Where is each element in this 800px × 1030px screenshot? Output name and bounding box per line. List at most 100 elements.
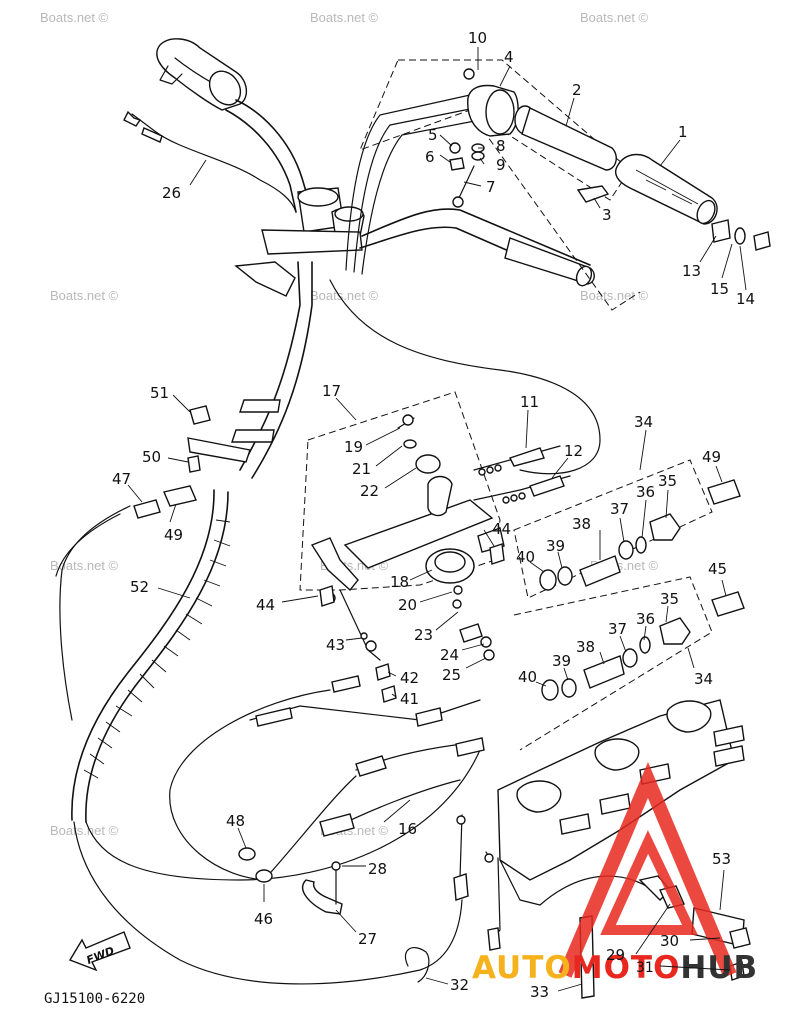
- callout-7: 7: [486, 178, 496, 196]
- bolt: [319, 585, 335, 607]
- callout-12: 12: [564, 442, 583, 460]
- callout-23: 23: [414, 626, 433, 644]
- watermark: Boats.net ©: [50, 558, 119, 573]
- callout-51: 51: [150, 384, 169, 402]
- logo-auto: AUTO: [472, 950, 572, 986]
- end-bolt: [753, 231, 771, 251]
- callout-48: 48: [226, 812, 245, 830]
- throttle-cables: [473, 445, 571, 504]
- callout-10: 10: [468, 29, 487, 47]
- callout-41: 41: [400, 690, 419, 708]
- callout-45: 45: [708, 560, 727, 578]
- callout-43: 43: [326, 636, 345, 654]
- throttle-kit-outline: [359, 59, 631, 201]
- cable-joint: [163, 485, 197, 507]
- watermark: Boats.net ©: [50, 288, 119, 303]
- callout-6: 6: [425, 148, 435, 166]
- callout-13: 13: [682, 262, 701, 280]
- callout-35: 35: [660, 590, 679, 608]
- grip-clip: [576, 185, 610, 203]
- callout-18: 18: [390, 573, 409, 591]
- adjuster-kit-outline: [513, 576, 713, 751]
- callout-49: 49: [702, 448, 721, 466]
- adjuster-kit-b: [541, 591, 745, 701]
- cable-end: [133, 499, 161, 519]
- nut: [449, 157, 465, 171]
- adjuster-kit-outline: [513, 459, 713, 599]
- watermark: Boats.net ©: [580, 288, 649, 303]
- callout-39: 39: [552, 652, 571, 670]
- callout-33: 33: [530, 983, 549, 1001]
- callout-22: 22: [360, 482, 379, 500]
- callout-11: 11: [520, 393, 539, 411]
- callout-3: 3: [602, 206, 612, 224]
- callout-28: 28: [368, 860, 387, 878]
- callout-44: 44: [256, 596, 275, 614]
- wrapped-cable: [55, 489, 231, 823]
- callout-34: 34: [634, 413, 653, 431]
- callout-29: 29: [606, 946, 625, 964]
- callout-14: 14: [736, 290, 755, 308]
- callout-36: 36: [636, 483, 655, 501]
- long-cables: [73, 675, 485, 985]
- callout-26: 26: [162, 184, 181, 202]
- forward-arrow: FWD: [68, 931, 131, 972]
- throttle-body-assembly: [484, 699, 745, 951]
- callout-46: 46: [254, 910, 273, 928]
- callout-35: 35: [658, 472, 677, 490]
- callout-53: 53: [712, 850, 731, 868]
- callout-2: 2: [572, 81, 582, 99]
- right-grip: [614, 153, 718, 225]
- callout-24: 24: [440, 646, 459, 664]
- handlebar-assembly: [156, 38, 601, 479]
- callout-34: 34: [694, 670, 713, 688]
- callout-20: 20: [398, 596, 417, 614]
- washer: [734, 227, 746, 245]
- watermark: Boats.net ©: [580, 10, 649, 25]
- lever-assembly-outline: [299, 391, 501, 591]
- callout-5: 5: [428, 126, 438, 144]
- screw-head: [452, 196, 464, 208]
- adjuster-kit-a: [539, 479, 741, 591]
- cable-clamp: [301, 861, 343, 915]
- choke-cable: [123, 110, 297, 213]
- callout-36: 36: [636, 610, 655, 628]
- lever-assembly: [310, 414, 505, 703]
- callout-40: 40: [518, 668, 537, 686]
- watermark: Boats.net ©: [310, 288, 379, 303]
- callout-31: 31: [636, 960, 654, 976]
- callout-40: 40: [516, 548, 535, 566]
- handlebar-tube: [521, 107, 617, 171]
- callout-16: 16: [398, 820, 417, 838]
- screw: [457, 165, 475, 201]
- callout-50: 50: [142, 448, 161, 466]
- bolt: [489, 543, 505, 565]
- callout-37: 37: [608, 620, 627, 638]
- callout-4: 4: [504, 48, 514, 66]
- callout-38: 38: [572, 515, 591, 533]
- callout-15: 15: [710, 280, 729, 298]
- washer: [449, 142, 461, 154]
- callout-27: 27: [358, 930, 377, 948]
- callout-32: 32: [450, 976, 469, 994]
- callout-49: 49: [164, 526, 183, 544]
- callout-19: 19: [344, 438, 363, 456]
- bolt: [187, 455, 201, 473]
- collar: [711, 219, 731, 243]
- callout-47: 47: [112, 470, 131, 488]
- callout-37: 37: [610, 500, 629, 518]
- callout-52: 52: [130, 578, 149, 596]
- watermark: Boats.net ©: [310, 10, 379, 25]
- leader-lines: [127, 47, 747, 992]
- callout-25: 25: [442, 666, 461, 684]
- callout-labels: 10 4 2 1 5 8 6 9 7 3 13 15 14 26 17 19 2…: [112, 29, 755, 1001]
- callout-21: 21: [352, 460, 371, 478]
- callout-1: 1: [678, 123, 688, 141]
- callout-44: 44: [492, 520, 511, 538]
- callout-8: 8: [496, 137, 506, 155]
- callout-9: 9: [496, 156, 506, 174]
- logo-moto: MOTO: [572, 950, 681, 986]
- callout-17: 17: [322, 382, 341, 400]
